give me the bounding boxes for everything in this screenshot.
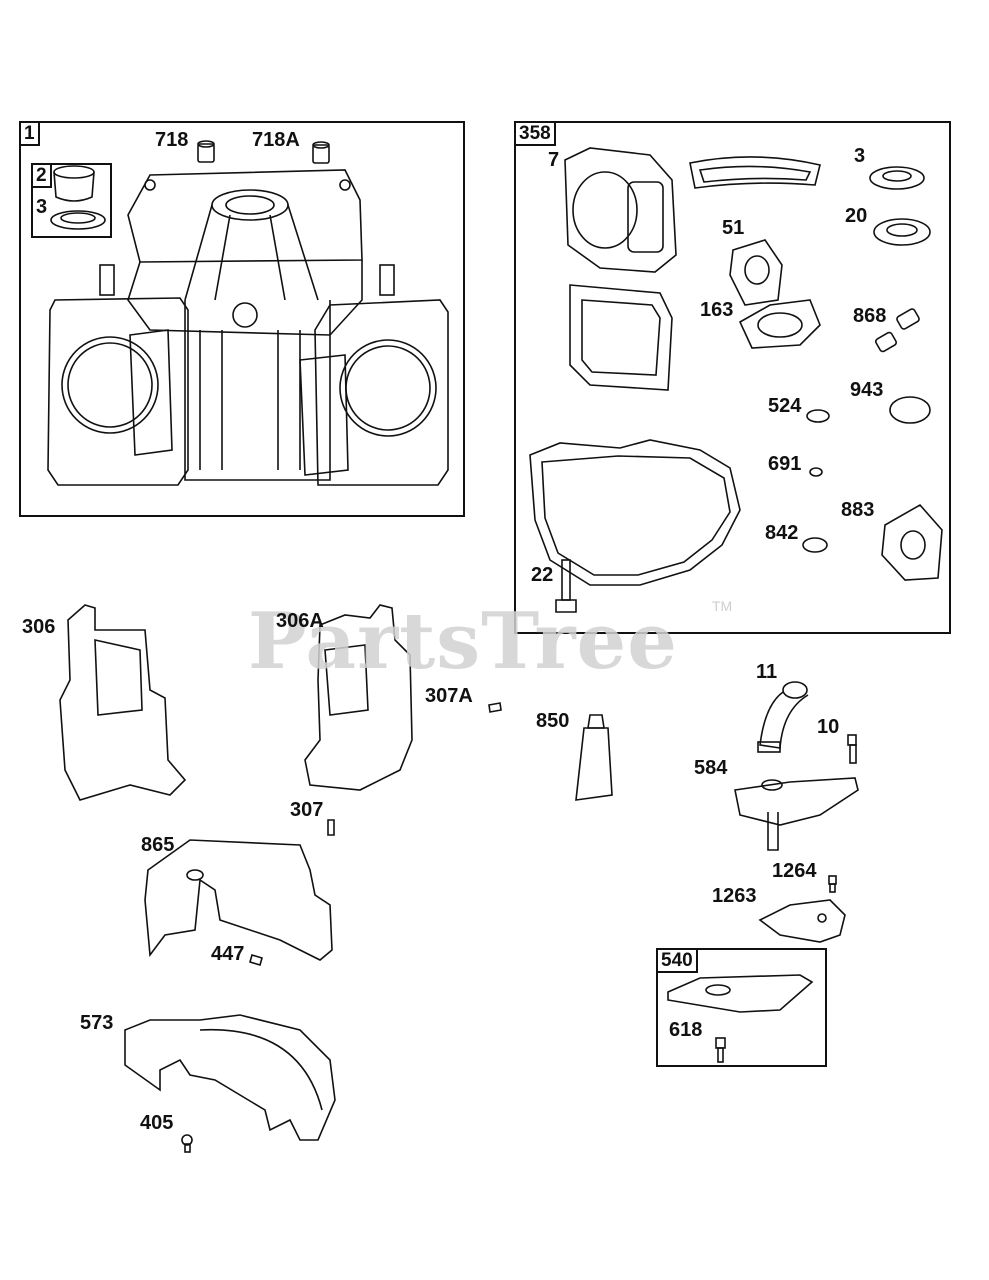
watermark-trademark: TM [712,598,733,614]
bolt-22-drawing [555,559,577,613]
bushing-718a-drawing [312,141,330,164]
callout-883[interactable]: 883 [841,499,875,521]
seal-3-drawing [50,210,106,230]
plug-868-drawing [875,308,920,353]
callout-307a[interactable]: 307A [425,685,473,707]
callout-865[interactable]: 865 [141,834,175,856]
callout-11[interactable]: 11 [756,661,778,683]
washer-3-drawing [869,166,925,190]
callout-618[interactable]: 618 [669,1019,703,1041]
group-358-frame [514,121,951,634]
gasket-valve-cover-drawing [569,284,673,391]
bolt-10-drawing [847,734,857,764]
gasket-top-drawing [689,156,821,189]
callout-3-group358[interactable]: 3 [854,145,866,167]
plate-540-drawing [667,974,814,1013]
ring-842-drawing [802,537,828,553]
gasket-163-drawing [738,299,821,349]
callout-20[interactable]: 20 [845,205,868,227]
callout-718a[interactable]: 718A [252,129,300,151]
group-2-frame [31,163,112,238]
callout-842[interactable]: 842 [765,522,799,544]
screw-405-drawing [181,1134,193,1153]
shroud-306a-drawing [304,604,413,791]
callout-1264[interactable]: 1264 [772,860,817,882]
gasket-51-drawing [729,239,783,306]
gasket-883-drawing [881,503,943,581]
shroud-573-drawing [124,1014,336,1141]
callout-718[interactable]: 718 [155,129,189,151]
callout-10[interactable]: 10 [817,716,840,738]
plate-1263-drawing [758,899,846,943]
callout-573[interactable]: 573 [80,1012,114,1034]
callout-691[interactable]: 691 [768,453,802,475]
callout-306[interactable]: 306 [22,616,56,638]
callout-306a[interactable]: 306A [276,610,324,632]
callout-524[interactable]: 524 [768,395,802,417]
callout-584[interactable]: 584 [694,757,728,779]
bracket-865-drawing [144,839,333,961]
bearing-20-drawing [873,218,931,246]
shroud-306-drawing [59,604,187,801]
callout-7[interactable]: 7 [548,149,560,171]
group-label-540: 540 [656,948,698,973]
screw-447-drawing [249,954,263,966]
callout-307[interactable]: 307 [290,799,324,821]
callout-943[interactable]: 943 [850,379,884,401]
plate-584-drawing [734,777,859,851]
screw-307-drawing [327,819,335,836]
screw-307a-drawing [488,702,502,713]
callout-868[interactable]: 868 [853,305,887,327]
group-label-1: 1 [19,121,40,146]
callout-405[interactable]: 405 [140,1112,174,1134]
callout-22[interactable]: 22 [531,564,554,586]
watermark: PartsTree [248,596,678,687]
group-label-2: 2 [31,163,52,188]
bolt-618-drawing [715,1037,726,1063]
bushing-718-drawing [197,140,215,163]
tube-850-drawing [575,714,613,801]
callout-1263[interactable]: 1263 [712,885,757,907]
nut-691-drawing [809,467,823,477]
group-540-frame [656,948,827,1067]
callout-51[interactable]: 51 [722,217,745,239]
gasket-sump-drawing [529,439,741,586]
gasket-7-drawing [564,147,677,273]
sleeve-2-drawing [53,165,95,202]
callout-850[interactable]: 850 [536,710,570,732]
ring-524-drawing [806,409,830,423]
elbow-11-drawing [757,681,809,753]
engine-block-drawing [47,169,449,486]
callout-3-group2[interactable]: 3 [36,196,48,218]
screw-1264-drawing [828,875,837,893]
group-1-frame [19,121,465,517]
callout-163[interactable]: 163 [700,299,734,321]
ring-943-drawing [889,396,931,424]
group-label-358: 358 [514,121,556,146]
callout-447[interactable]: 447 [211,943,245,965]
